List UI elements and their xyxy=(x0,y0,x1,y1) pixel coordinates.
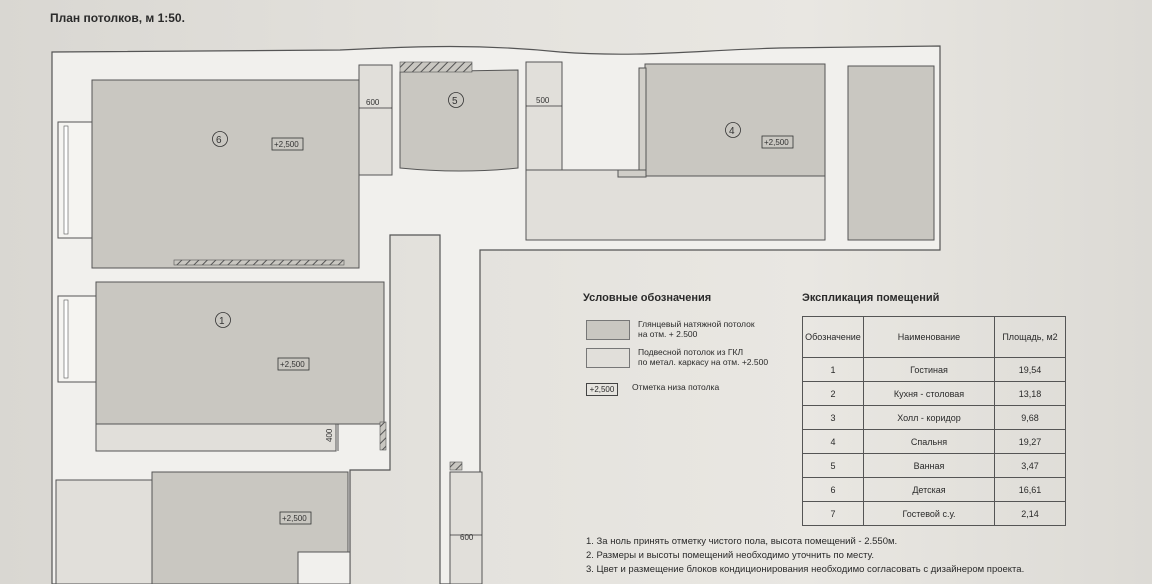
dim-label-500: 500 xyxy=(536,96,550,105)
room-number-6: 6 xyxy=(216,135,222,146)
notes: 1. За ноль принять отметку чистого пола,… xyxy=(586,535,1024,577)
room-number-1: 1 xyxy=(219,316,225,327)
cell-id: 4 xyxy=(802,429,864,454)
room-5 xyxy=(399,69,519,172)
page-title: План потолков, м 1:50. xyxy=(50,11,185,25)
cell-id: 2 xyxy=(802,381,864,406)
cell-area: 2,14 xyxy=(994,501,1066,526)
table-row: 2 Кухня - столовая 13,18 xyxy=(802,381,1066,406)
header-designation: Обозначение xyxy=(802,316,864,358)
legend-text-gkl: Подвесной потолок из ГКЛ по метал. карка… xyxy=(638,347,769,367)
room-6-level: +2,500 xyxy=(274,140,299,149)
swatch-gkl xyxy=(586,348,630,368)
room-1-hatch xyxy=(379,421,387,451)
table-row: 5 Ванная 3,47 xyxy=(802,453,1066,478)
cell-name: Ванная xyxy=(863,453,995,478)
legend-text-gloss: Глянцевый натяжной потолок на отм. + 2.5… xyxy=(638,319,755,339)
legend-item-level-mark: +2,500 Отметка низа потолка xyxy=(586,382,720,396)
room-2-inner-wall xyxy=(297,551,351,584)
room-6-gkl-strip xyxy=(358,64,393,176)
header-name: Наименование xyxy=(863,316,995,358)
room-1-gkl-strip xyxy=(95,423,337,452)
room-number-5: 5 xyxy=(452,96,458,107)
room-number-4: 4 xyxy=(729,126,735,137)
dim-label-600-top: 600 xyxy=(366,98,380,107)
cell-name: Детская xyxy=(863,477,995,502)
dim-label-600-bottom: 600 xyxy=(460,533,474,542)
window-room-6 xyxy=(57,121,93,239)
window-room-6-inner xyxy=(63,125,69,235)
note-3: 3. Цвет и размещение блоков кондициониро… xyxy=(586,564,1025,575)
room-2-gkl-strip xyxy=(55,479,153,584)
room-6-hatch xyxy=(173,259,345,266)
room-6 xyxy=(91,79,360,269)
header-area: Площадь, м2 xyxy=(994,316,1066,358)
legend-text-level: Отметка низа потолка xyxy=(632,382,720,392)
cell-id: 7 xyxy=(802,501,864,526)
explication-table: Обозначение Наименование Площадь, м2 1 Г… xyxy=(802,316,1066,526)
table-row: 4 Спальня 19,27 xyxy=(802,429,1066,454)
room-5-hatch xyxy=(399,61,473,73)
room-4-post-foot xyxy=(617,169,647,178)
corridor-gkl-lower xyxy=(449,471,483,584)
cell-area: 3,47 xyxy=(994,453,1066,478)
cell-area: 13,18 xyxy=(994,381,1066,406)
table-row: 6 Детская 16,61 xyxy=(802,477,1066,502)
dim-label-400: 400 xyxy=(325,428,334,442)
cell-id: 6 xyxy=(802,477,864,502)
cell-id: 1 xyxy=(802,357,864,382)
table-row: 3 Холл - коридор 9,68 xyxy=(802,405,1066,430)
room-4-gloss xyxy=(644,63,826,177)
level-mark-box: +2,500 xyxy=(586,383,618,396)
swatch-gloss xyxy=(586,320,630,340)
legend-item-gkl: Подвесной потолок из ГКЛ по метал. карка… xyxy=(586,347,769,368)
room-1 xyxy=(95,281,385,425)
cell-name: Гостевой с.у. xyxy=(863,501,995,526)
room-2-level: +2,500 xyxy=(282,514,307,523)
cell-id: 5 xyxy=(802,453,864,478)
cell-name: Гостиная xyxy=(863,357,995,382)
legend-item-gloss: Глянцевый натяжной потолок на отм. + 2.5… xyxy=(586,319,755,340)
cell-area: 19,54 xyxy=(994,357,1066,382)
room-1-level: +2,500 xyxy=(280,360,305,369)
cell-name: Спальня xyxy=(863,429,995,454)
cell-area: 16,61 xyxy=(994,477,1066,502)
cell-name: Холл - коридор xyxy=(863,405,995,430)
cell-area: 9,68 xyxy=(994,405,1066,430)
corridor-gkl-strip xyxy=(525,61,563,171)
window-room-1-inner xyxy=(63,299,69,379)
explication-title: Экспликация помещений xyxy=(802,292,940,304)
table-header-row: Обозначение Наименование Площадь, м2 xyxy=(802,316,1066,358)
cell-name: Кухня - столовая xyxy=(863,381,995,406)
cell-id: 3 xyxy=(802,405,864,430)
note-1: 1. За ноль принять отметку чистого пола,… xyxy=(586,536,898,547)
room-4-post xyxy=(638,67,647,177)
note-2: 2. Размеры и высоты помещений необходимо… xyxy=(586,550,874,561)
legend-title: Условные обозначения xyxy=(583,292,712,304)
balcony-right xyxy=(847,65,935,241)
table-row: 7 Гостевой с.у. 2,14 xyxy=(802,501,1066,526)
table-row: 1 Гостиная 19,54 xyxy=(802,357,1066,382)
cell-area: 19,27 xyxy=(994,429,1066,454)
corridor-hatch xyxy=(449,461,463,471)
room-4-level: +2,500 xyxy=(764,138,789,147)
